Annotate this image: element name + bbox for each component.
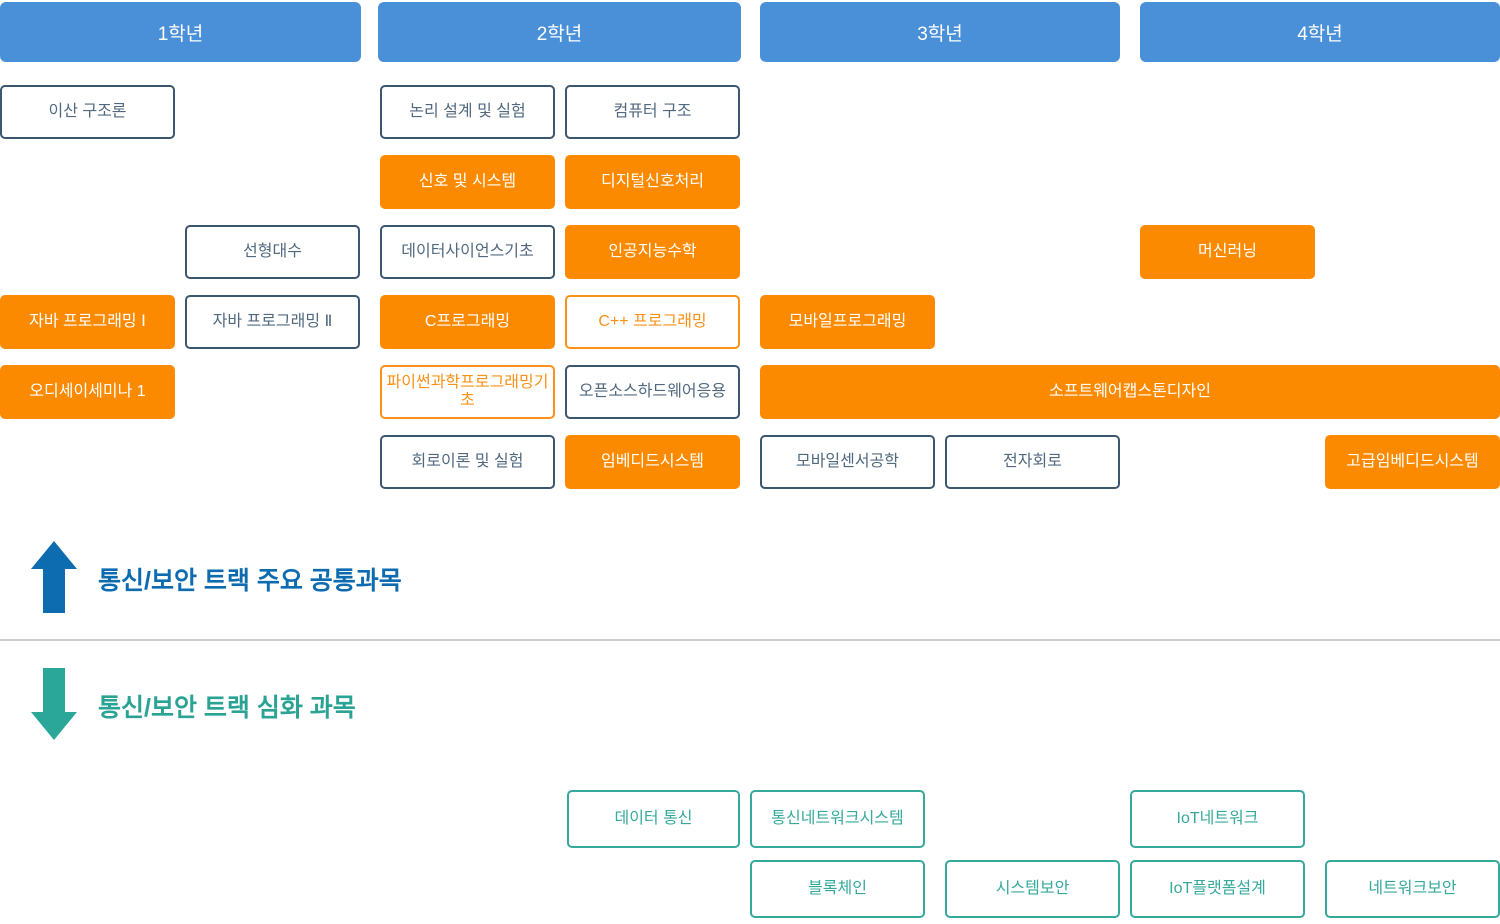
course-iot-network: IoT네트워크 [1130, 790, 1305, 848]
course-digital-signal-processing: 디지털신호처리 [565, 155, 740, 209]
year-header-2: 2학년 [378, 2, 741, 62]
course-java-programming-2: 자바 프로그래밍 Ⅱ [185, 295, 360, 349]
course-discrete-structures: 이산 구조론 [0, 85, 175, 139]
course-system-security: 시스템보안 [945, 860, 1120, 918]
course-electronic-circuits: 전자회로 [945, 435, 1120, 489]
year-header-3: 3학년 [760, 2, 1120, 62]
course-open-source-hardware-applications: 오픈소스하드웨어응용 [565, 365, 740, 419]
course-data-science-basics: 데이터사이언스기초 [380, 225, 555, 279]
course-c-programming: C프로그래밍 [380, 295, 555, 349]
year-header-4: 4학년 [1140, 2, 1500, 62]
section-divider [0, 639, 1500, 641]
course-odyssey-seminar-1: 오디세이세미나 1 [0, 365, 175, 419]
course-machine-learning: 머신러닝 [1140, 225, 1315, 279]
course-blockchain: 블록체인 [750, 860, 925, 918]
course-network-security: 네트워크보안 [1325, 860, 1500, 918]
up-arrow-icon [31, 541, 77, 613]
course-signals-and-systems: 신호 및 시스템 [380, 155, 555, 209]
course-mobile-sensor-engineering: 모바일센서공학 [760, 435, 935, 489]
year-header-1: 1학년 [0, 2, 361, 62]
course-iot-platform-design: IoT플랫폼설계 [1130, 860, 1305, 918]
course-mobile-programming: 모바일프로그래밍 [760, 295, 935, 349]
course-computer-architecture: 컴퓨터 구조 [565, 85, 740, 139]
course-java-programming-1: 자바 프로그래밍 Ⅰ [0, 295, 175, 349]
course-python-scientific-programming-basics: 파이썬과학프로그래밍기초 [380, 365, 555, 419]
track-advanced-title: 통신/보안 트랙 심화 과목 [98, 694, 356, 722]
track-common-title: 통신/보안 트랙 주요 공통과목 [98, 567, 402, 595]
course-embedded-systems: 임베디드시스템 [565, 435, 740, 489]
course-logic-design-lab: 논리 설계 및 실험 [380, 85, 555, 139]
course-ai-mathematics: 인공지능수학 [565, 225, 740, 279]
down-arrow-icon [31, 668, 77, 740]
course-circuit-theory-lab: 회로이론 및 실험 [380, 435, 555, 489]
course-software-capstone-design: 소프트웨어캡스톤디자인 [760, 365, 1500, 419]
course-cpp-programming: C++ 프로그래밍 [565, 295, 740, 349]
course-communication-network-systems: 통신네트워크시스템 [750, 790, 925, 848]
course-data-communication: 데이터 통신 [567, 790, 740, 848]
course-advanced-embedded-systems: 고급임베디드시스템 [1325, 435, 1500, 489]
course-linear-algebra: 선형대수 [185, 225, 360, 279]
